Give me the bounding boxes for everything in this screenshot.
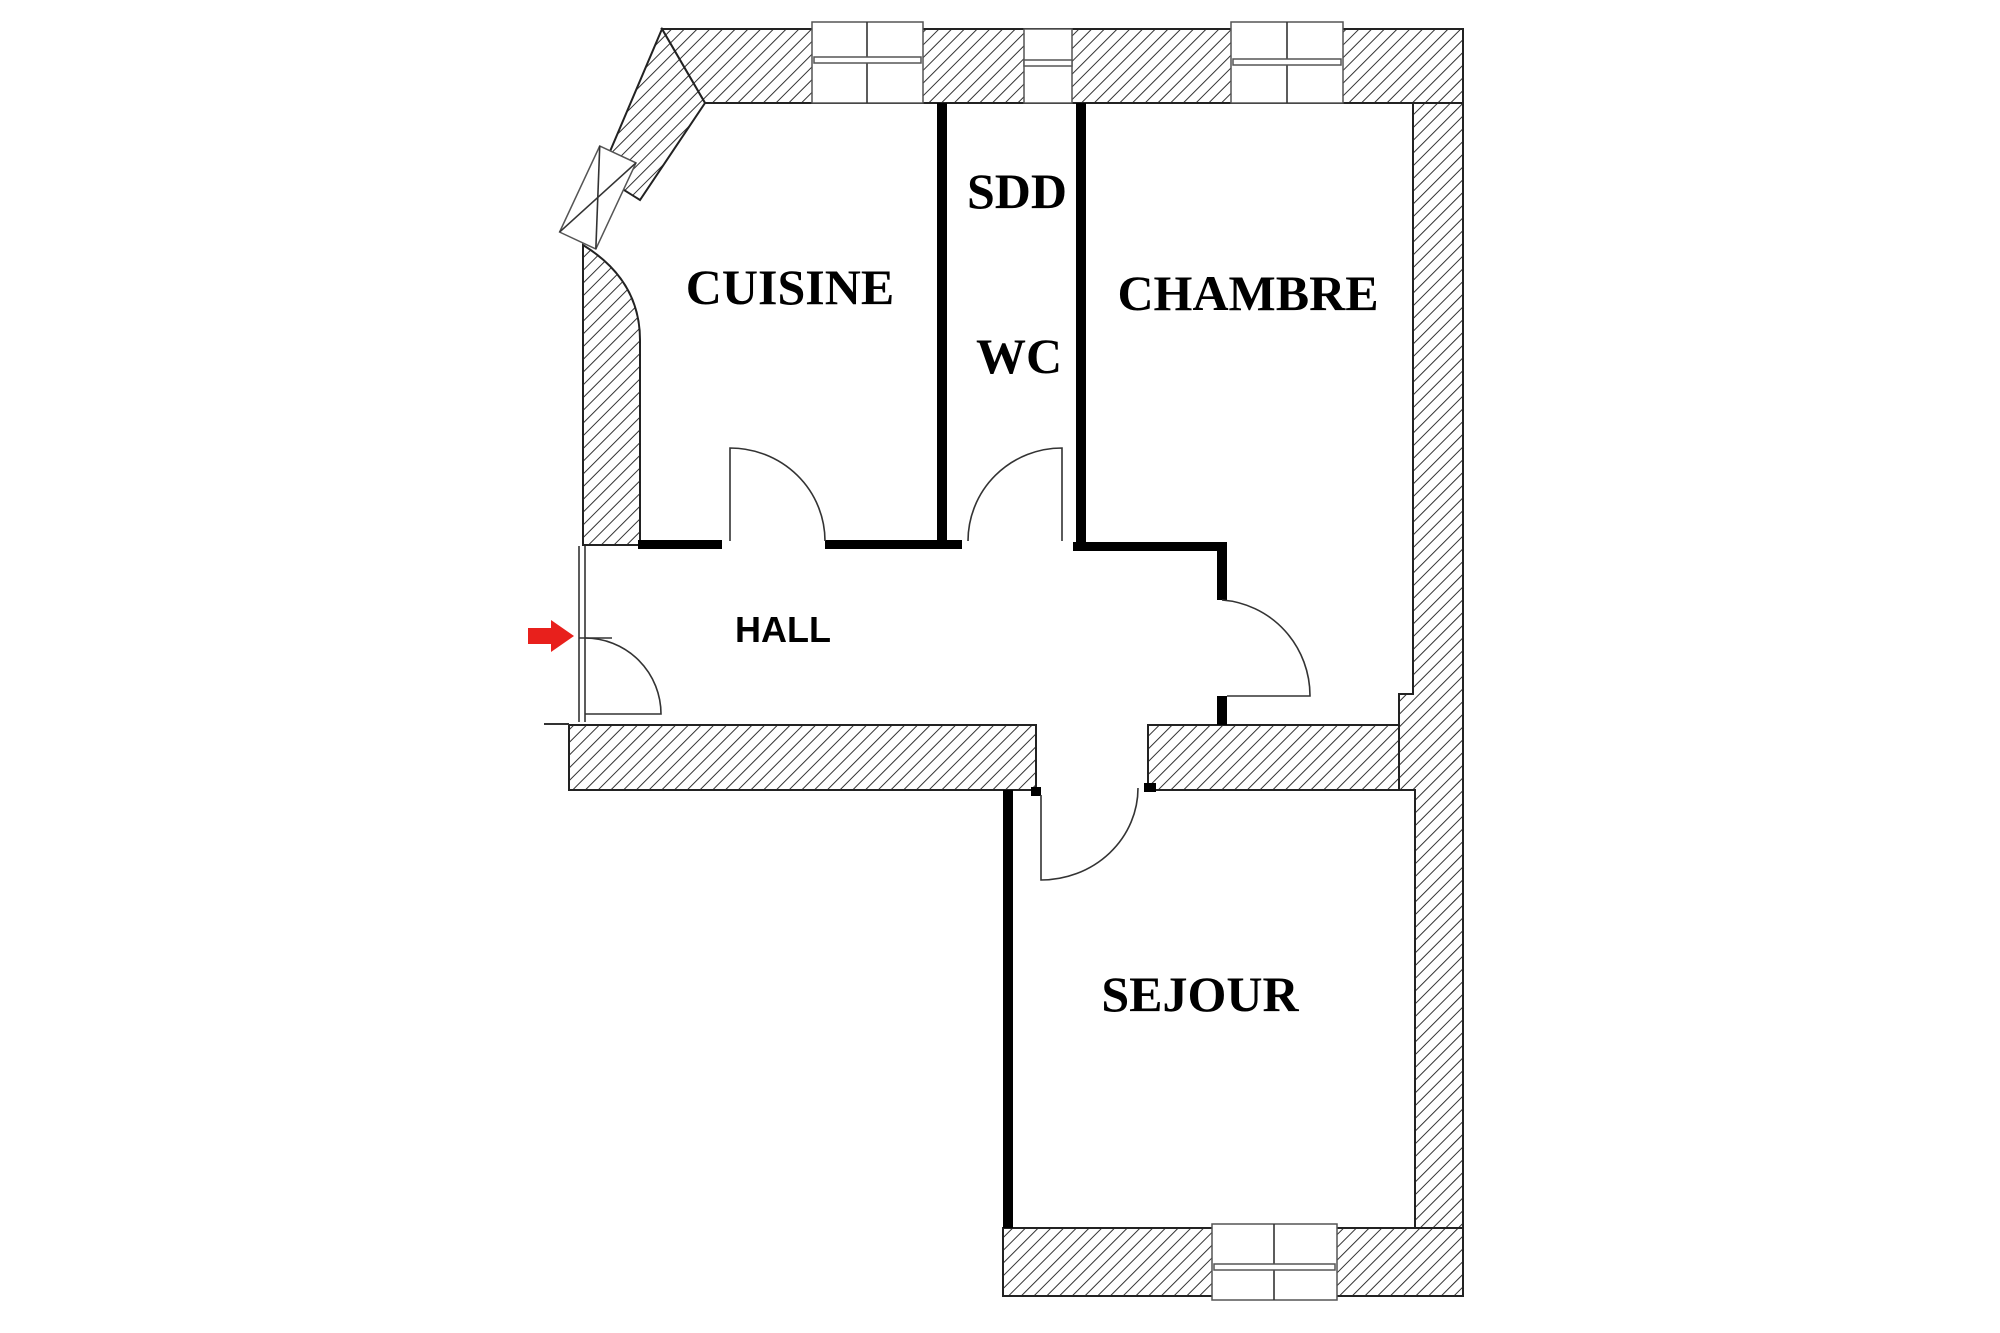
cuisine-left-wall <box>582 243 641 546</box>
door-entrance[interactable] <box>578 546 662 722</box>
windows <box>558 21 1344 1301</box>
entrance-arrow-icon <box>528 620 574 652</box>
partitions <box>638 103 1227 1228</box>
corner-wall <box>598 26 707 202</box>
label-chambre: CHAMBRE <box>1117 265 1378 321</box>
doors[interactable] <box>578 447 1311 881</box>
window-sdd <box>1023 28 1073 104</box>
label-sejour: SEJOUR <box>1101 966 1299 1022</box>
door-wc[interactable] <box>967 447 1063 542</box>
window-cuisine-top <box>811 21 924 104</box>
right-wall <box>1398 102 1464 1297</box>
label-sdd: SDD <box>967 163 1067 219</box>
label-cuisine: CUISINE <box>686 259 894 315</box>
window-sejour <box>1211 1223 1338 1301</box>
hall-bottom-wall-left <box>568 724 1037 791</box>
door-chambre[interactable] <box>1221 599 1311 697</box>
exterior-walls <box>568 26 1464 1297</box>
label-hall: HALL <box>735 609 831 650</box>
door-cuisine[interactable] <box>729 447 826 542</box>
hall-bottom-wall-right <box>1147 724 1400 791</box>
label-wc: WC <box>976 328 1062 384</box>
window-cuisine-corner <box>558 144 637 250</box>
door-sejour[interactable] <box>1040 787 1139 881</box>
window-chambre <box>1230 21 1344 104</box>
